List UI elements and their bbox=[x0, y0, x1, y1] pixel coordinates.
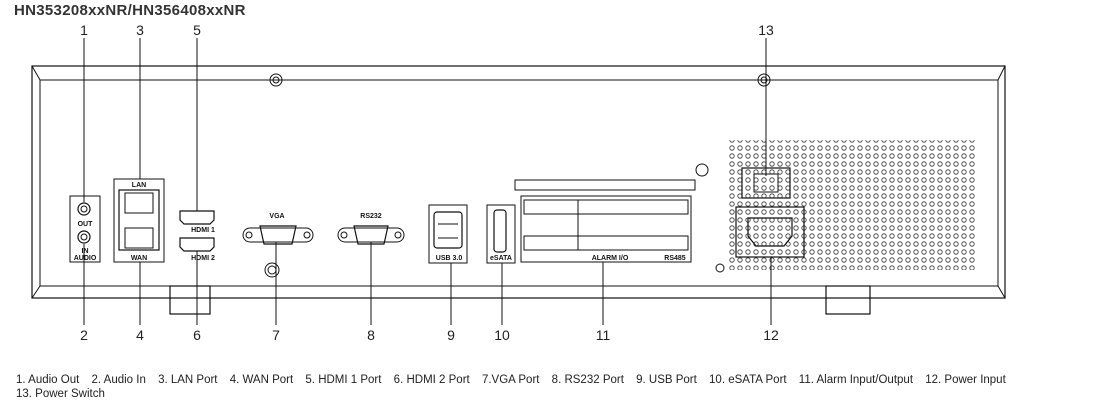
rs232-port: RS232 bbox=[337, 213, 405, 245]
legend-item: 1. Audio Out bbox=[16, 374, 80, 386]
label-out: OUT bbox=[78, 221, 94, 228]
label-in: IN bbox=[82, 248, 89, 255]
port-legend: 1. Audio Out 2. Audio In 3. LAN Port 4. … bbox=[16, 373, 1106, 401]
audio-out-jack bbox=[77, 202, 91, 216]
audio-in-jack bbox=[77, 230, 91, 244]
label-audio: AUDIO bbox=[74, 255, 97, 262]
label-rs485: RS485 bbox=[664, 255, 686, 262]
label-esata: eSATA bbox=[490, 255, 512, 262]
label-usb: USB 3.0 bbox=[436, 255, 463, 262]
hdmi2-port bbox=[179, 237, 215, 252]
callout-2: 2 bbox=[80, 327, 88, 343]
audio-ports: OUT IN AUDIO bbox=[69, 195, 101, 263]
callout-numbers: 1 3 5 13 2 4 6 7 8 9 10 11 12 bbox=[80, 22, 779, 343]
legend-item: 3. LAN Port bbox=[158, 374, 218, 386]
label-wan: WAN bbox=[131, 255, 147, 262]
hdmi-ports: HDMI 1 HDMI 2 bbox=[179, 210, 215, 262]
lan-wan-ports: LAN WAN bbox=[113, 178, 165, 263]
power-inlet bbox=[735, 206, 805, 258]
callout-9: 9 bbox=[447, 327, 455, 343]
wan-port bbox=[124, 227, 154, 249]
hdmi1-port bbox=[179, 210, 215, 225]
callout-lines bbox=[83, 38, 772, 325]
label-vga: VGA bbox=[269, 213, 284, 220]
callout-13: 13 bbox=[758, 22, 774, 38]
legend-item: 9. USB Port bbox=[636, 374, 697, 386]
callout-7: 7 bbox=[272, 327, 280, 343]
legend-item: 7.VGA Port bbox=[481, 374, 540, 386]
legend-item: 4. WAN Port bbox=[229, 374, 294, 386]
label-alarm-io: ALARM I/O bbox=[592, 255, 629, 262]
legend-item: 5. HDMI 1 Port bbox=[305, 374, 382, 386]
power-section bbox=[727, 140, 977, 270]
legend-item: 11. Alarm Input/Output bbox=[798, 374, 914, 386]
legend-item: 8. RS232 Port bbox=[551, 374, 624, 386]
legend-item: 12. Power Input bbox=[925, 374, 1006, 386]
label-hdmi1: HDMI 1 bbox=[191, 227, 215, 234]
callout-8: 8 bbox=[367, 327, 375, 343]
rear-panel-diagram: OUT IN AUDIO LAN WAN HDMI 1 HDMI 2 VGA R… bbox=[31, 22, 1006, 343]
legend-item: 10. eSATA Port bbox=[709, 374, 787, 386]
callout-12: 12 bbox=[763, 327, 779, 343]
chassis bbox=[31, 65, 1006, 315]
model-title: HN353208xxNR/HN356408xxNR bbox=[14, 2, 246, 19]
callout-10: 10 bbox=[494, 327, 510, 343]
label-rs232: RS232 bbox=[360, 213, 382, 220]
callout-4: 4 bbox=[136, 327, 144, 343]
legend-item: 2. Audio In bbox=[91, 374, 146, 386]
alarm-io-terminal: ALARM I/O RS485 bbox=[514, 179, 696, 263]
callout-3: 3 bbox=[136, 22, 144, 38]
label-hdmi2: HDMI 2 bbox=[191, 255, 215, 262]
callout-5: 5 bbox=[193, 22, 201, 38]
callout-6: 6 bbox=[193, 327, 201, 343]
label-lan: LAN bbox=[132, 182, 146, 189]
legend-item: 6. HDMI 2 Port bbox=[393, 374, 470, 386]
esata-port: eSATA bbox=[486, 204, 516, 264]
usb-port: USB 3.0 bbox=[428, 204, 468, 264]
callout-11: 11 bbox=[596, 327, 611, 343]
callout-1: 1 bbox=[80, 22, 88, 38]
lan-port bbox=[124, 192, 154, 214]
vga-port: VGA bbox=[242, 213, 314, 245]
legend-item: 13. Power Switch bbox=[16, 388, 105, 400]
